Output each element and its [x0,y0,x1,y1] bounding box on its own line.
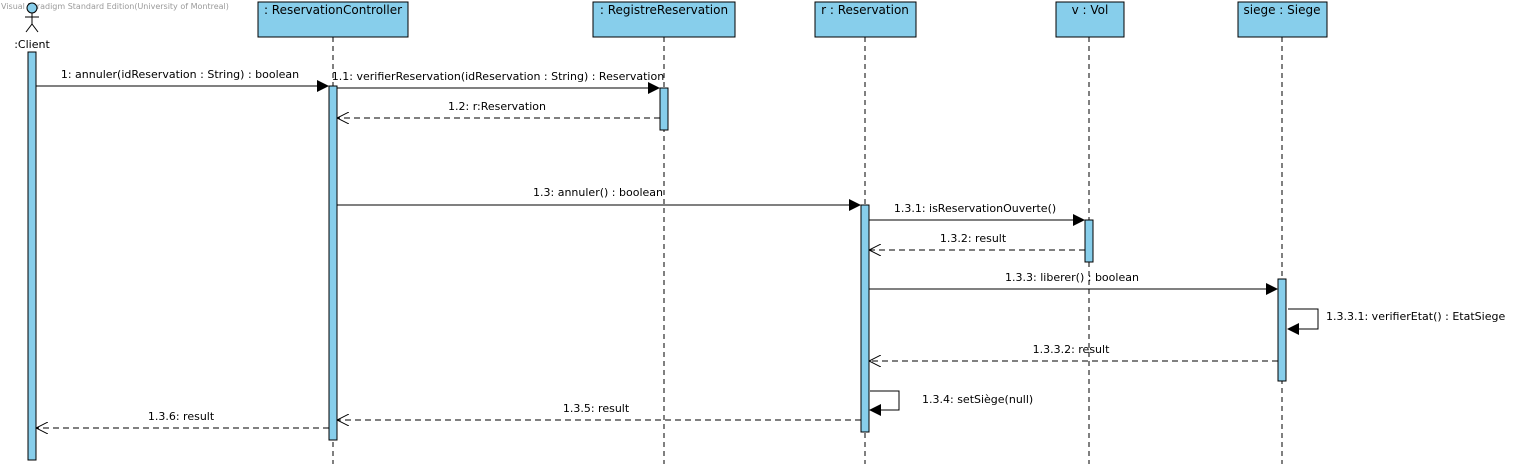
activation-siege [1277,278,1287,382]
message-label: 1.3.1: isReservationOuverte() [894,202,1056,215]
message-1-3: 1.3: annuler() : boolean [337,186,861,211]
message-label: 1.3.2: result [940,232,1007,245]
message-label: 1.3: annuler() : boolean [533,186,663,199]
lifeline-head-vol [1055,1,1125,38]
message-label: 1: annuler(idReservation : String) : boo… [61,68,299,81]
activation-reservation [860,204,870,433]
lifeline-head-siege [1237,1,1328,38]
actor-label: :Client [14,38,50,51]
activation-registre [659,87,669,131]
message-1-2: 1.2: r:Reservation [338,100,660,118]
message-label: 1.3.3: liberer() : boolean [1005,271,1139,284]
lifeline-head-reservation [814,1,917,38]
lifeline-registre: : RegistreReservation [592,1,736,464]
message-arrow [869,390,900,416]
lifeline-head-controller [257,1,409,38]
message-label: 1.3.6: result [148,410,215,423]
actor-client: :Client [14,2,50,51]
message-1-3-4: 1.3.4: setSiège(null) [869,390,1033,416]
watermark-text: Visual Paradigm Standard Edition(Univers… [1,2,229,11]
lifeline-reservation: r : Reservation [814,1,917,464]
lifeline-label-controller: : ReservationController [264,3,402,17]
activation-client [27,51,37,461]
message-label: 1.3.3.2: result [1033,343,1110,356]
message-label: 1.1: verifierReservation(idReservation :… [332,70,664,83]
message-label: 1.2: r:Reservation [448,100,546,113]
lifeline-head-registre [592,1,736,38]
actor-right-leg [31,23,39,33]
lifeline-label-vol: v : Vol [1072,3,1109,17]
message-label: 1.3.4: setSiège(null) [922,393,1033,406]
lifeline-vol: v : Vol [1055,1,1125,464]
message-1-3-3: 1.3.3: liberer() : boolean [869,271,1278,295]
activation-vol [1084,219,1094,263]
message-label: 1.3.3.1: verifierEtat() : EtatSiege [1326,310,1505,323]
message-arrow [1287,308,1319,335]
message-1-3-1: 1.3.1: isReservationOuverte() [869,202,1085,226]
message-1-3-3-1: 1.3.3.1: verifierEtat() : EtatSiege [1287,308,1505,335]
lifeline-label-registre: : RegistreReservation [600,3,728,17]
activation-controller [328,85,338,441]
lifeline-label-reservation: r : Reservation [821,3,909,17]
lifeline-siege: siege : Siege [1237,1,1328,464]
message-1-3-3-2: 1.3.3.2: result [870,343,1278,361]
message-1-3-5: 1.3.5: result [338,402,861,420]
message-label: 1.3.5: result [563,402,630,415]
lifeline-controller: : ReservationController [257,1,409,464]
actor-left-leg [25,23,33,33]
actor-head [26,2,38,14]
lifeline-label-siege: siege : Siege [1244,3,1321,17]
message-1-3-6: 1.3.6: result [37,410,329,428]
message-1: 1: annuler(idReservation : String) : boo… [36,68,329,92]
message-1-3-2: 1.3.2: result [870,232,1085,250]
message-1-1: 1.1: verifierReservation(idReservation :… [332,70,664,94]
